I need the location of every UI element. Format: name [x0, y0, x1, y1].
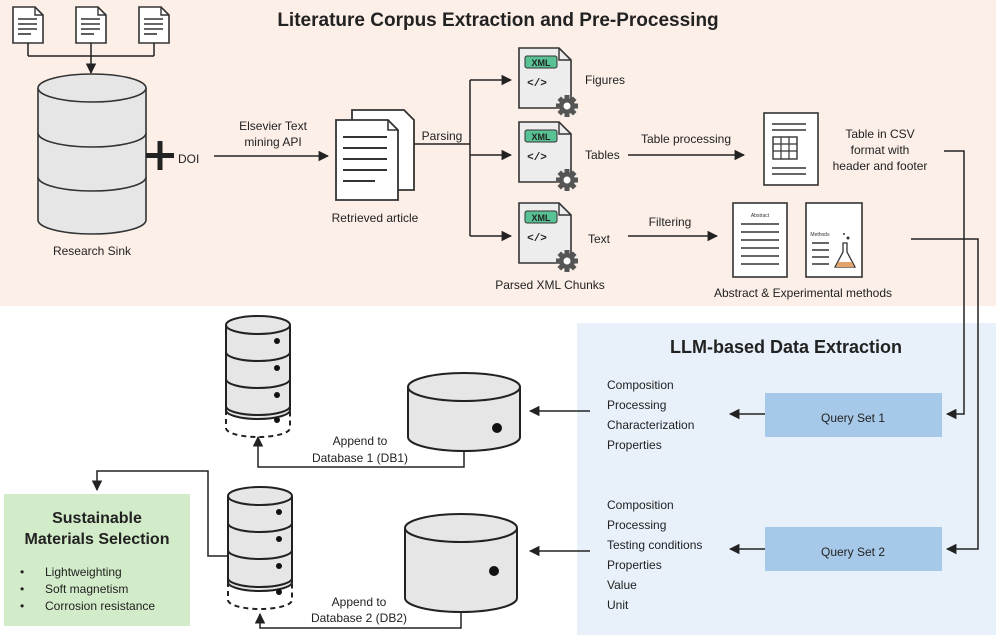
- xml-file-icon: XML </>: [518, 202, 578, 272]
- csv-label-line1: Table in CSV: [845, 127, 914, 141]
- query1-item: Composition: [607, 378, 674, 392]
- database-1-stack-icon: [225, 315, 291, 438]
- api-label-line1: Elsevier Text: [239, 119, 307, 133]
- retrieved-article-icon: [335, 109, 415, 201]
- figures-label: Figures: [585, 73, 625, 87]
- bullet: •: [20, 582, 24, 596]
- query2-item: Testing conditions: [607, 538, 702, 552]
- csv-table-doc-icon: [763, 112, 819, 186]
- sustainable-item: Soft magnetism: [45, 582, 128, 596]
- plus-icon: [146, 141, 174, 170]
- xml-code-text: </>: [527, 233, 547, 245]
- gear-icon: [556, 250, 578, 272]
- query-set-1-box: Query Set 1: [765, 393, 942, 437]
- staging-database-2-icon: [404, 513, 518, 613]
- xml-file-icon: XML </>: [518, 47, 578, 117]
- xml-badge-text: XML: [532, 132, 552, 142]
- sustainable-title-line1: Sustainable: [52, 510, 142, 527]
- query-set-2-label: Query Set 2: [821, 545, 885, 559]
- query2-item: Unit: [607, 598, 629, 612]
- append-db2-line2: Database 2 (DB2): [311, 611, 407, 625]
- query-set-1-label: Query Set 1: [821, 411, 885, 425]
- doi-label: DOI: [178, 152, 199, 166]
- table-processing-label: Table processing: [641, 132, 731, 146]
- append-db1-line2: Database 1 (DB1): [312, 451, 408, 465]
- flask-icon: [833, 233, 857, 268]
- methods-doc-label: Methods: [810, 232, 830, 238]
- research-sink-label: Research Sink: [53, 244, 132, 258]
- sustainable-item: Corrosion resistance: [45, 599, 155, 613]
- paper-doc-icon: [75, 6, 107, 44]
- query1-item: Characterization: [607, 418, 694, 432]
- research-sink-database-icon: [37, 73, 147, 235]
- bullet: •: [20, 599, 24, 613]
- xml-badge-text: XML: [532, 213, 552, 223]
- append-db1-line1: Append to: [333, 434, 388, 448]
- xml-badge-text: XML: [532, 58, 552, 68]
- query2-item: Composition: [607, 498, 674, 512]
- gear-icon: [556, 169, 578, 191]
- sustainable-materials-box: Sustainable Materials Selection • Lightw…: [4, 494, 190, 626]
- abstract-methods-label: Abstract & Experimental methods: [714, 286, 892, 300]
- paper-doc-icon: [12, 6, 44, 44]
- parsed-chunks-label: Parsed XML Chunks: [495, 278, 605, 292]
- staging-database-1-icon: [407, 372, 521, 452]
- query2-item: Processing: [607, 518, 666, 532]
- append-db2-line1: Append to: [332, 595, 387, 609]
- query1-item: Properties: [607, 438, 662, 452]
- database-2-stack-icon: [227, 486, 293, 610]
- paper-doc-icon: [138, 6, 170, 44]
- xml-code-text: </>: [527, 152, 547, 164]
- llm-panel: [577, 323, 996, 635]
- top-title: Literature Corpus Extraction and Pre-Pro…: [277, 10, 718, 31]
- api-label-line2: mining API: [244, 135, 301, 149]
- gear-icon: [556, 95, 578, 117]
- query1-item: Processing: [607, 398, 666, 412]
- query-set-2-box: Query Set 2: [765, 527, 942, 571]
- query2-item: Properties: [607, 558, 662, 572]
- csv-label-line2: format with: [851, 143, 910, 157]
- sustainable-item: Lightweighting: [45, 565, 122, 579]
- query2-item: Value: [607, 578, 637, 592]
- abstract-doc-label: Abstract: [751, 213, 770, 219]
- retrieved-article-label: Retrieved article: [332, 211, 419, 225]
- tables-label: Tables: [585, 148, 620, 162]
- csv-label-line3: header and footer: [833, 159, 928, 173]
- bullet: •: [20, 565, 24, 579]
- abstract-doc-icon: Abstract: [732, 202, 788, 278]
- xml-code-text: </>: [527, 78, 547, 90]
- xml-file-icon: XML </>: [518, 121, 578, 191]
- parsing-label: Parsing: [422, 129, 463, 143]
- llm-title: LLM-based Data Extraction: [670, 337, 902, 357]
- methods-doc-icon: Methods: [805, 202, 863, 278]
- text-label: Text: [588, 232, 611, 246]
- filtering-label: Filtering: [649, 215, 692, 229]
- sustainable-title-line2: Materials Selection: [25, 531, 170, 548]
